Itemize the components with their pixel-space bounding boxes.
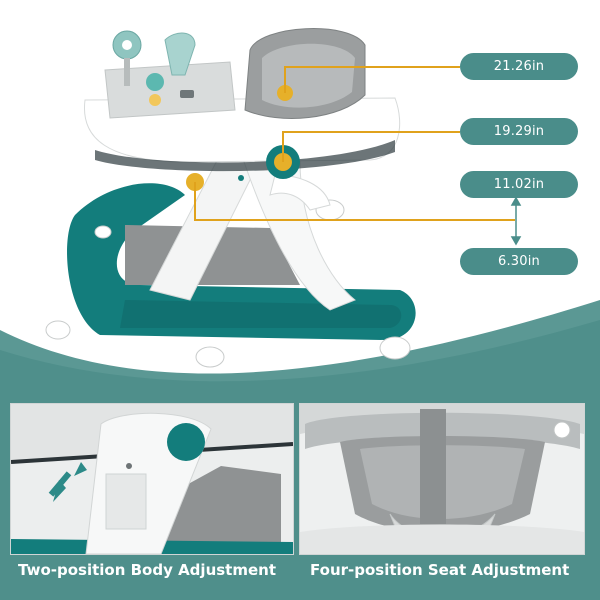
frame-leg-rear [239, 149, 356, 311]
body-adjustment-photo [11, 404, 293, 554]
double-arrow-icon [48, 462, 87, 502]
seat-adjustment-photo [300, 404, 584, 554]
caption-body-adjustment: Two-position Body Adjustment [18, 561, 276, 579]
dimension-label-ground-clearance: 6.30in [460, 248, 578, 275]
caption-seat-adjustment: Four-position Seat Adjustment [310, 561, 570, 579]
body-adjustment-detail-panel [10, 403, 294, 555]
height-measure-arrow [510, 196, 522, 246]
wheels [45, 199, 411, 368]
seat-adjustment-detail-panel [299, 403, 585, 555]
dimension-label-seat-height: 21.26in [460, 53, 578, 80]
dimension-label-frame-height: 19.29in [460, 118, 578, 145]
dimension-leader-lines [194, 66, 515, 221]
dimension-label-base-height: 11.02in [460, 171, 578, 198]
